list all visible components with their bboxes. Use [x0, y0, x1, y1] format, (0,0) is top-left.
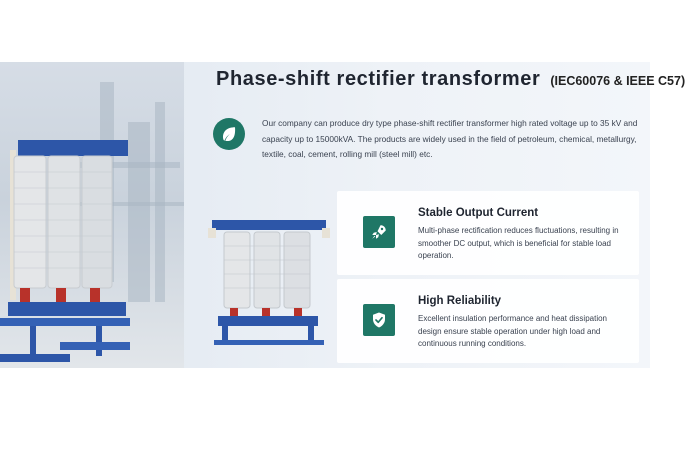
title-text: Phase-shift rectifier transformer [216, 68, 541, 90]
feature-title: Stable Output Current [418, 207, 539, 219]
feature-card-stable-output: Stable Output Current Multi-phase rectif… [337, 191, 639, 275]
feature-text: Multi-phase rectification reduces fluctu… [418, 226, 619, 260]
transformer-product-image [208, 220, 330, 345]
standard-label: (IEC60076 & IEEE C57) [550, 74, 685, 88]
intro-text: Our company can produce dry type phase-s… [262, 118, 638, 159]
leaf-icon [213, 118, 245, 150]
product-photo [0, 62, 184, 368]
rocket-icon [363, 216, 395, 248]
shield-check-icon [363, 304, 395, 336]
page-title: Phase-shift rectifier transformer (IEC600… [216, 68, 685, 91]
feature-card-high-reliability: High Reliability Excellent insulation pe… [337, 279, 639, 363]
feature-title: High Reliability [418, 295, 502, 307]
feature-text: Excellent insulation performance and hea… [418, 314, 608, 348]
transformer-illustration [0, 140, 130, 362]
product-banner: Phase-shift rectifier transformer (IEC600… [0, 62, 685, 368]
